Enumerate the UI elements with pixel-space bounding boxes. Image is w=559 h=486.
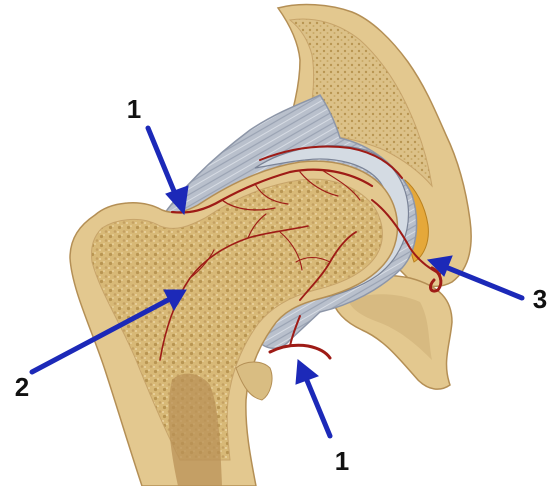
arrow-icon: [148, 128, 188, 214]
circumflex-artery: [270, 345, 330, 358]
label-1-lower: 1: [335, 446, 349, 476]
label-3-ligament-head: 3: [533, 284, 547, 314]
label-2-femoral-neck: 2: [15, 372, 29, 402]
label-1-upper: 1: [127, 94, 141, 124]
arrow-icon: [296, 360, 330, 436]
